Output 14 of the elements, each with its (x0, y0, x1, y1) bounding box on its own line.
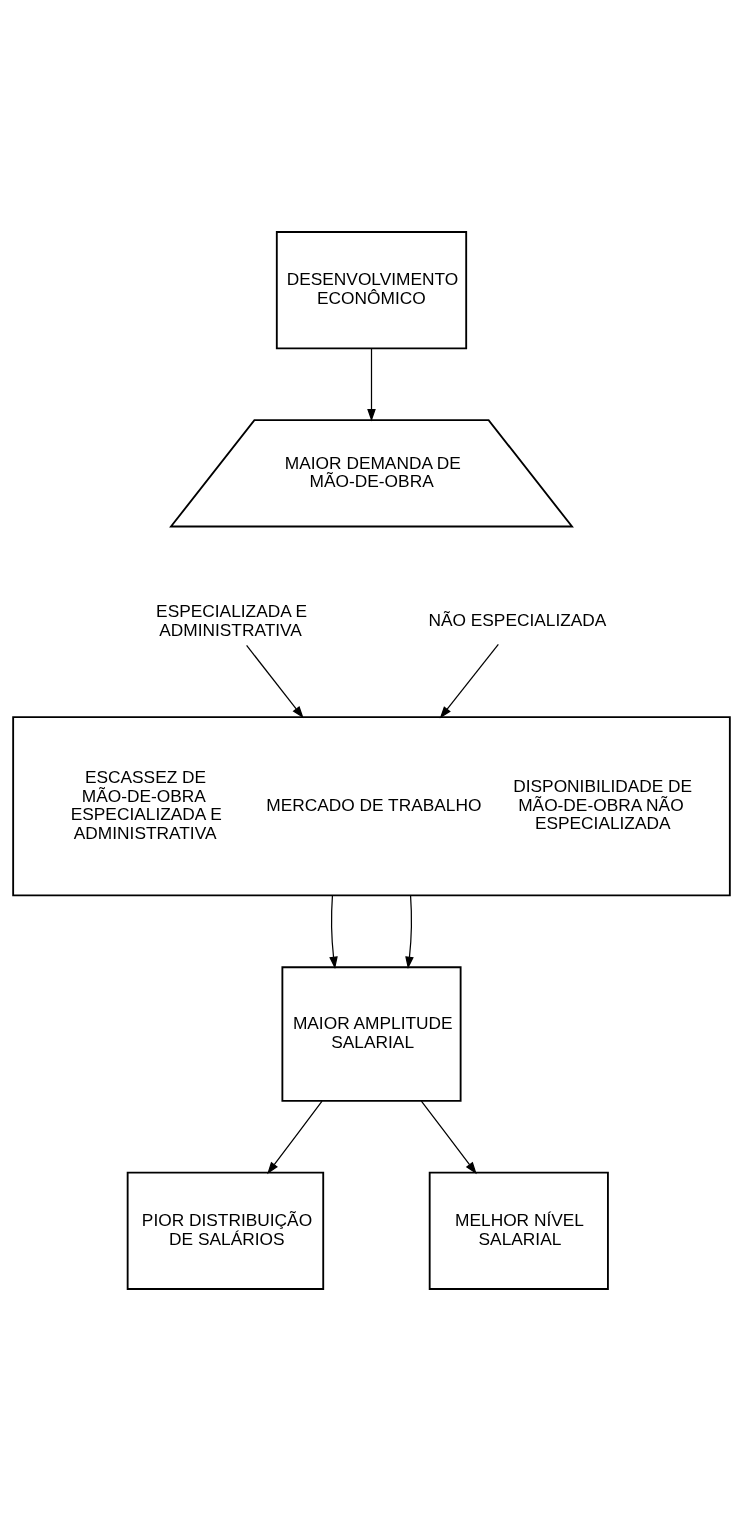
node-text: NÃO ESPECIALIZADA (428, 610, 607, 631)
arrow (405, 895, 414, 969)
arrow (267, 1100, 323, 1175)
node-text: ESPECIALIZADA E ADMINISTRATIVA (156, 601, 308, 640)
node-box: PIOR DISTRIBUIÇÃO DE SALÁRIOS (126, 1171, 325, 1290)
arrow (420, 1100, 477, 1175)
arrow (246, 644, 304, 719)
arrow (439, 643, 499, 719)
arrow (367, 347, 376, 422)
node-box: DESENVOLVIMENTO ECONÔMICO (275, 231, 468, 350)
arrow (329, 895, 338, 969)
node-box: ESCASSEZ DE MÃO-DE-OBRA ESPECIALIZADA E ADMINISTRATIVA MERCADO DE TRABALHO DISPONIBILIDADE DE MÃO-DE-OBRA NÃO ESPECIALIZADA (12, 716, 731, 897)
node-box: MELHOR NÍVEL SALARIAL (428, 1171, 609, 1290)
node-box: MAIOR AMPLITUDE SALARIAL (281, 966, 462, 1102)
